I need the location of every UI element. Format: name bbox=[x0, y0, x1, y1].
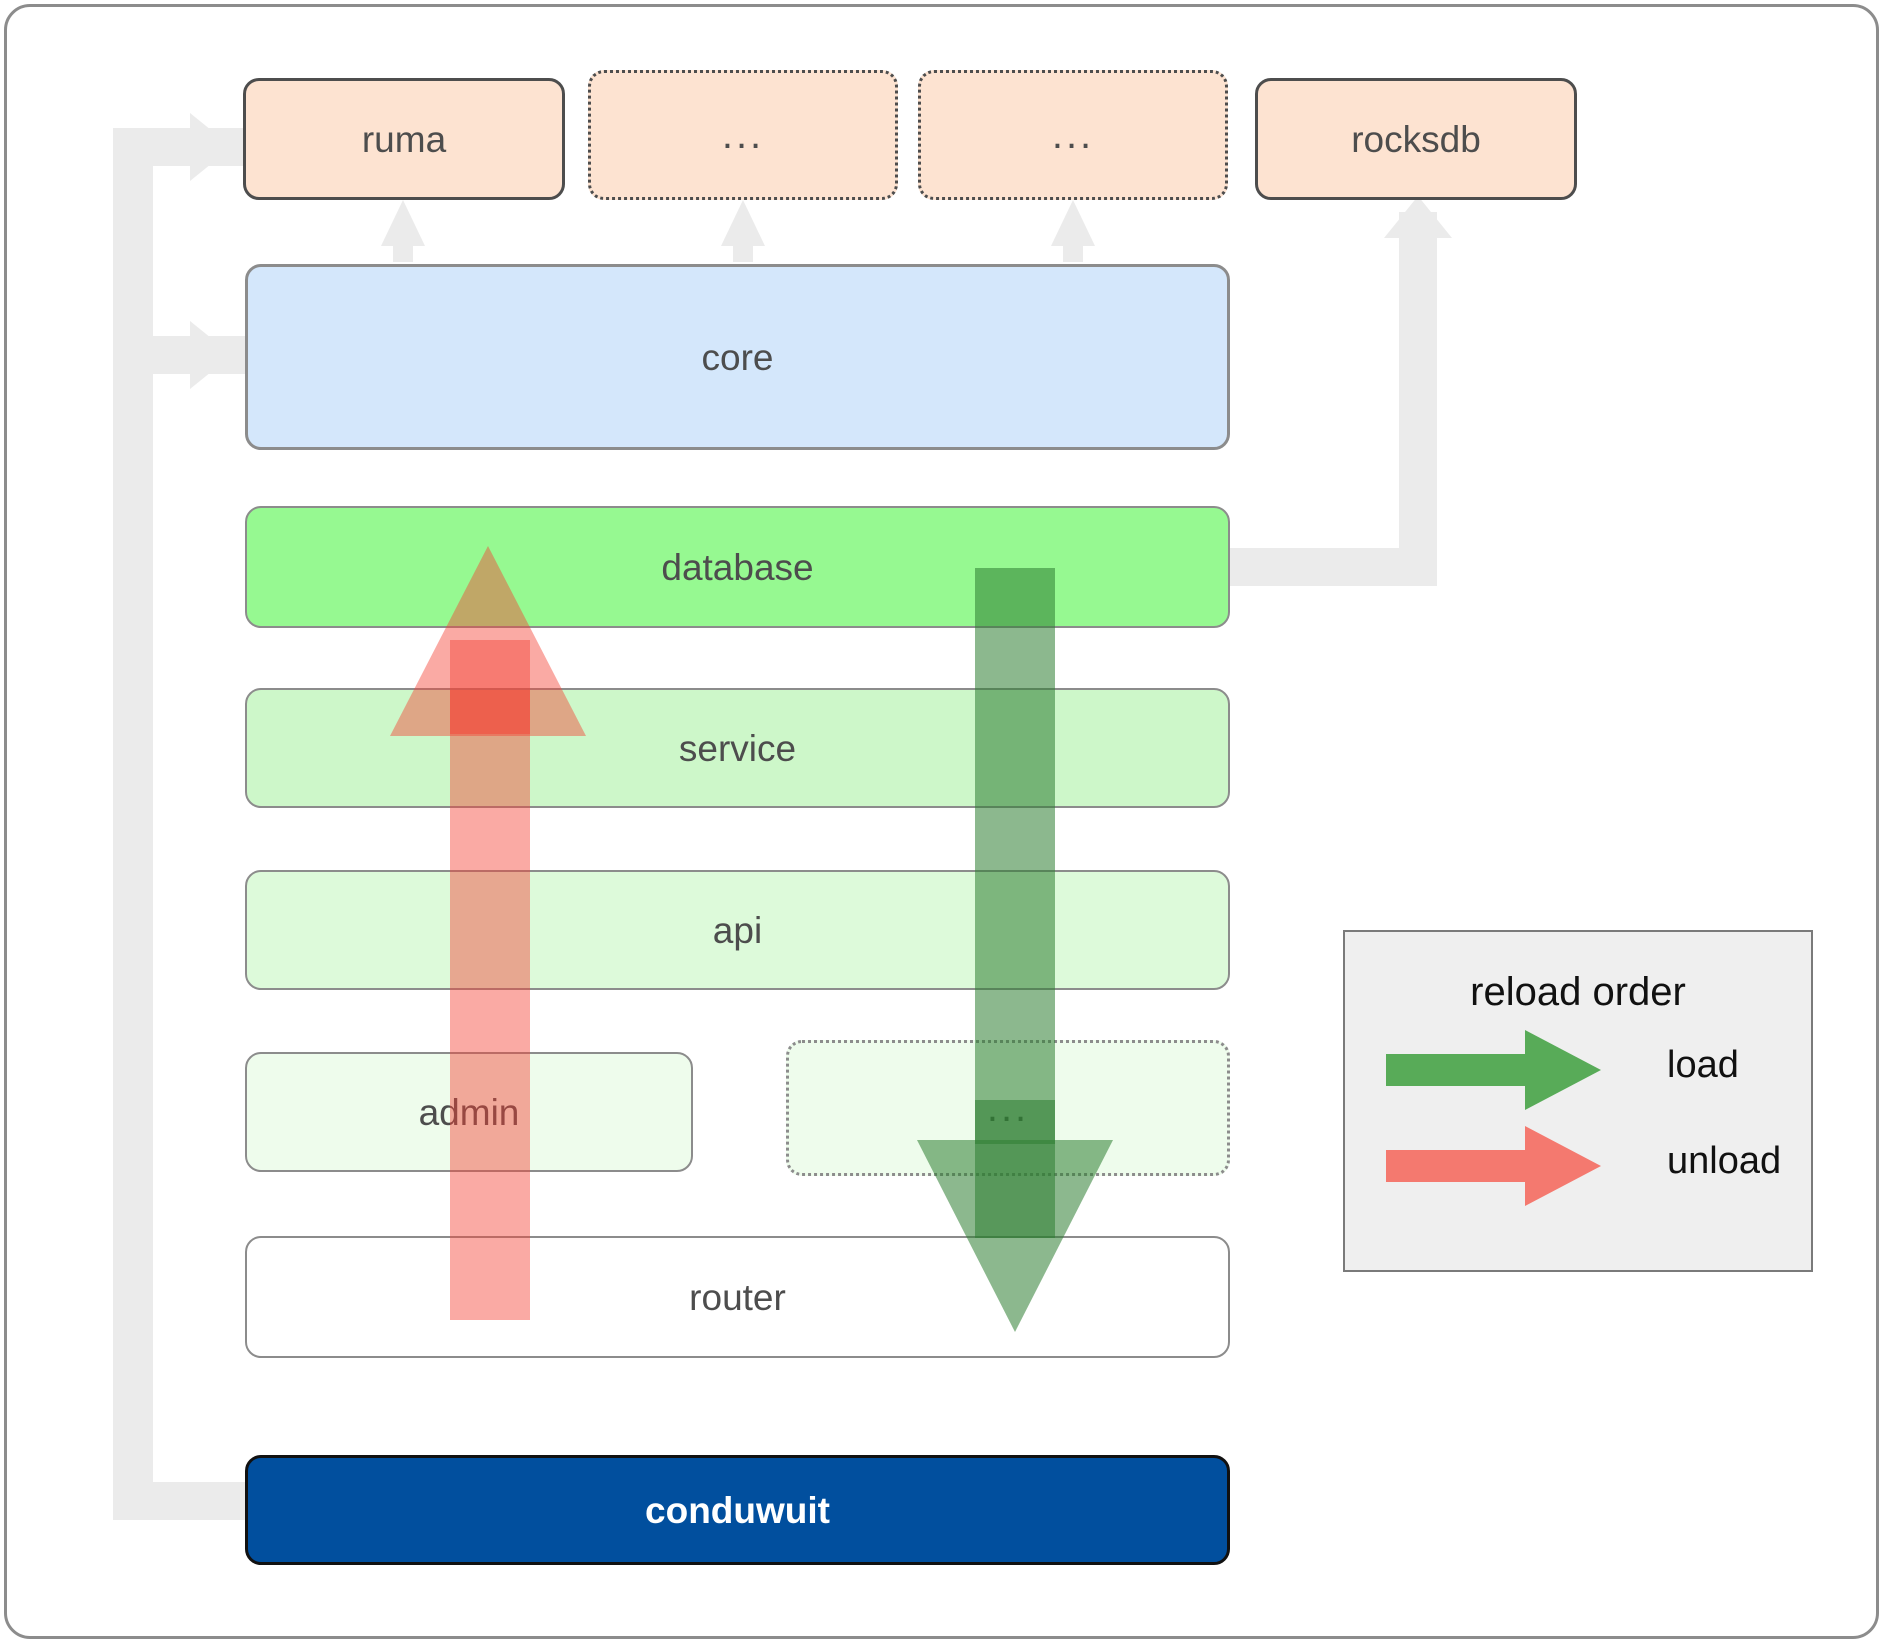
connector-database-to-rocksdb-vertical bbox=[1399, 212, 1437, 586]
layer-router-label: router bbox=[689, 1276, 786, 1318]
crate-ellipsis-2-label: ... bbox=[1051, 113, 1095, 157]
legend-unload-label: unload bbox=[1667, 1140, 1782, 1182]
connector-branch-ruma-arrowhead bbox=[190, 113, 232, 181]
legend-unload-arrowhead bbox=[1525, 1126, 1601, 1206]
core-to-ellipsis-2-arrowhead bbox=[1051, 200, 1095, 246]
node-core-label: core bbox=[701, 336, 774, 378]
layer-service-label: service bbox=[678, 727, 797, 769]
legend-title: reload order bbox=[1470, 970, 1686, 1014]
layer-admin[interactable]: admin bbox=[245, 1052, 693, 1172]
connector-rocksdb-arrowhead bbox=[1384, 196, 1452, 238]
connector-branch-core-arrowhead bbox=[190, 321, 232, 389]
core-to-ruma-arrowhead bbox=[381, 200, 425, 246]
crate-rocksdb[interactable]: rocksdb bbox=[1255, 78, 1577, 200]
layer-ellipsis[interactable]: ... bbox=[786, 1040, 1230, 1176]
crate-ruma[interactable]: ruma bbox=[243, 78, 565, 200]
layer-api[interactable]: api bbox=[245, 870, 1230, 990]
legend-unload-shaft bbox=[1386, 1150, 1546, 1182]
layer-database[interactable]: database bbox=[245, 506, 1230, 628]
node-conduwuit-binary[interactable]: conduwuit bbox=[245, 1455, 1230, 1565]
legend-panel: reload order load unload bbox=[1343, 930, 1813, 1272]
layer-api-label: api bbox=[712, 909, 763, 951]
connector-database-to-rocksdb-horizontal bbox=[1228, 548, 1419, 586]
crate-ruma-label: ruma bbox=[361, 118, 447, 160]
node-conduwuit-label: conduwuit bbox=[645, 1489, 830, 1531]
connector-bottom-to-binary bbox=[113, 1482, 253, 1520]
layer-ellipsis-label: ... bbox=[986, 1086, 1030, 1130]
crate-ellipsis-1-label: ... bbox=[721, 113, 765, 157]
core-to-ellipsis-1-arrowhead bbox=[721, 200, 765, 246]
legend-load-label: load bbox=[1667, 1044, 1739, 1086]
layer-database-label: database bbox=[661, 546, 814, 588]
crate-ellipsis-1[interactable]: ... bbox=[588, 70, 898, 200]
layer-router[interactable]: router bbox=[245, 1236, 1230, 1358]
layer-admin-label: admin bbox=[418, 1091, 520, 1133]
diagram-frame bbox=[4, 4, 1879, 1639]
legend-load-shaft bbox=[1386, 1054, 1546, 1086]
crate-ellipsis-2[interactable]: ... bbox=[918, 70, 1228, 200]
layer-service[interactable]: service bbox=[245, 688, 1230, 808]
node-core[interactable]: core bbox=[245, 264, 1230, 450]
legend-load-arrowhead bbox=[1525, 1030, 1601, 1110]
crate-rocksdb-label: rocksdb bbox=[1351, 118, 1481, 160]
